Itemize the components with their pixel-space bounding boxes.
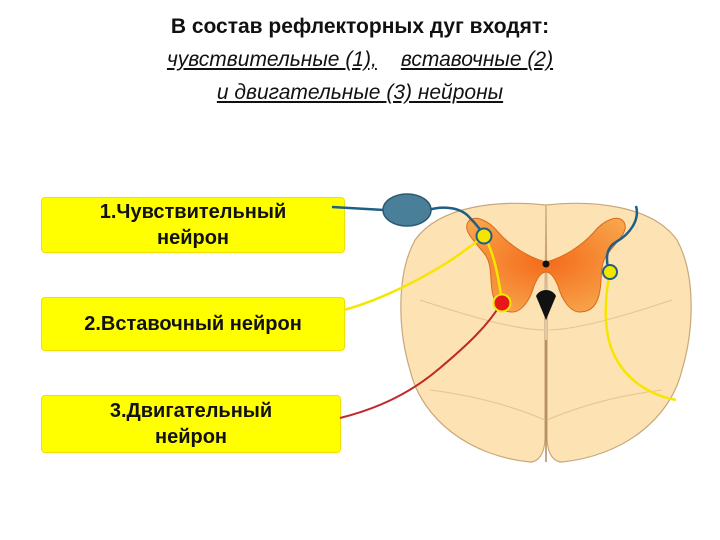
sensory-fiber-right [605, 205, 639, 269]
label-interneuron-text: 2.Вставочный нейрон [84, 313, 302, 335]
interneuron-fiber [343, 235, 485, 312]
label-interneuron: 2.Вставочный нейрон [42, 298, 344, 350]
white-matter-left [400, 202, 547, 463]
title-interneuron: вставочные (2) [400, 48, 554, 71]
title-sensory: чувствительные (1), [166, 48, 377, 71]
interneuron-fiber-right [604, 271, 677, 402]
sensory-fiber [331, 205, 385, 212]
white-matter-right [545, 202, 692, 463]
title-line-1: В состав рефлекторных дуг входят: [170, 15, 550, 38]
title-line-3: и двигательные (3) нейроны [216, 81, 504, 104]
label-motor-line-1: 3.Двигательный [109, 400, 273, 422]
label-motor-line-2: нейрон [154, 426, 227, 448]
label-motor-neuron: 3.Двигательный нейрон [42, 396, 340, 452]
motor-neuron-body [492, 293, 512, 313]
interneuron-body-right [602, 264, 618, 280]
central-canal [542, 260, 550, 268]
title-line-2: чувствительные (1), вставочные (2) [0, 43, 720, 76]
sensory-ganglion [382, 193, 432, 227]
ventral-notch [536, 290, 556, 320]
label-sensory-line-2: нейрон [156, 227, 229, 249]
label-sensory-neuron: 1.Чувствительный нейрон [42, 198, 344, 252]
motor-fiber [339, 301, 503, 419]
slide-title: В состав рефлекторных дуг входят: чувств… [0, 10, 720, 109]
interneuron-body [475, 227, 493, 245]
label-sensory-line-1: 1.Чувствительный [99, 201, 287, 223]
